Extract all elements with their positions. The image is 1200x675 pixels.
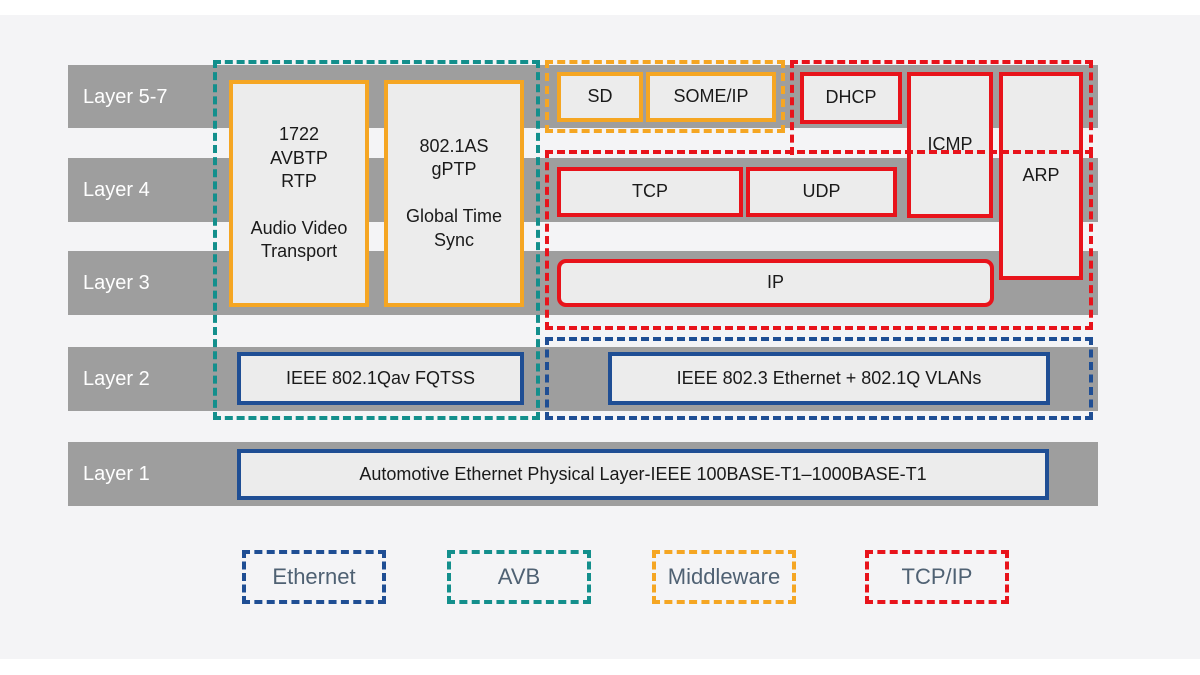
- legend-ethernet: Ethernet: [242, 550, 386, 604]
- layer-label-3: Layer 3: [83, 272, 150, 294]
- avbtp-block: 1722 AVBTP RTP Audio Video Transport: [229, 80, 369, 307]
- udp-block: UDP: [746, 167, 897, 217]
- phy-block: Automotive Ethernet Physical Layer-IEEE …: [237, 449, 1049, 500]
- legend-middleware: Middleware: [652, 550, 796, 604]
- tcpip-group-outline-lower: [545, 150, 1093, 330]
- layer-label-2: Layer 2: [83, 368, 150, 390]
- ethernet-group-outline: [545, 337, 1093, 420]
- avbtp-text: 1722 AVBTP RTP Audio Video Transport: [250, 124, 348, 262]
- arp-text: ARP: [1022, 165, 1060, 186]
- ip-block: IP: [557, 259, 994, 307]
- someip-block: SOME/IP: [646, 72, 776, 122]
- qav-text: IEEE 802.1Qav FQTSS: [285, 367, 476, 388]
- tcp-block: TCP: [557, 167, 743, 217]
- ethernet-vlan-block: IEEE 802.3 Ethernet + 802.1Q VLANs: [608, 352, 1050, 405]
- gptp-text: 802.1AS gPTP Global Time Sync: [405, 136, 503, 250]
- udp-text: UDP: [802, 181, 841, 202]
- dhcp-block: DHCP: [800, 72, 902, 124]
- tcpip-group-outline-upper: [790, 60, 1093, 155]
- dhcp-text: DHCP: [825, 87, 877, 108]
- legend-ethernet-label: Ethernet: [272, 564, 356, 589]
- tcp-text: TCP: [632, 181, 668, 202]
- qav-block: IEEE 802.1Qav FQTSS: [237, 352, 524, 405]
- ethernet-vlan-text: IEEE 802.3 Ethernet + 802.1Q VLANs: [676, 367, 982, 388]
- layer-label-4: Layer 4: [83, 179, 150, 201]
- layer-label-1: Layer 1: [83, 463, 150, 485]
- someip-text: SOME/IP: [673, 86, 749, 107]
- legend-tcpip: TCP/IP: [865, 550, 1009, 604]
- layer-label-5-7: Layer 5-7: [83, 86, 168, 108]
- middleware-group-outline: [545, 60, 785, 133]
- gptp-block: 802.1AS gPTP Global Time Sync: [384, 80, 524, 307]
- legend-avb: AVB: [447, 550, 591, 604]
- sd-block: SD: [557, 72, 643, 122]
- avb-group-outline: [213, 60, 540, 420]
- phy-text: Automotive Ethernet Physical Layer-IEEE …: [359, 463, 927, 484]
- legend-middleware-label: Middleware: [667, 564, 781, 589]
- sd-text: SD: [587, 86, 613, 107]
- arp-block: ARP: [999, 72, 1083, 280]
- icmp-block: ICMP: [907, 72, 993, 218]
- legend-tcpip-label: TCP/IP: [901, 564, 973, 589]
- icmp-text: ICMP: [927, 134, 973, 155]
- ip-text: IP: [766, 272, 784, 293]
- legend-avb-label: AVB: [497, 564, 541, 589]
